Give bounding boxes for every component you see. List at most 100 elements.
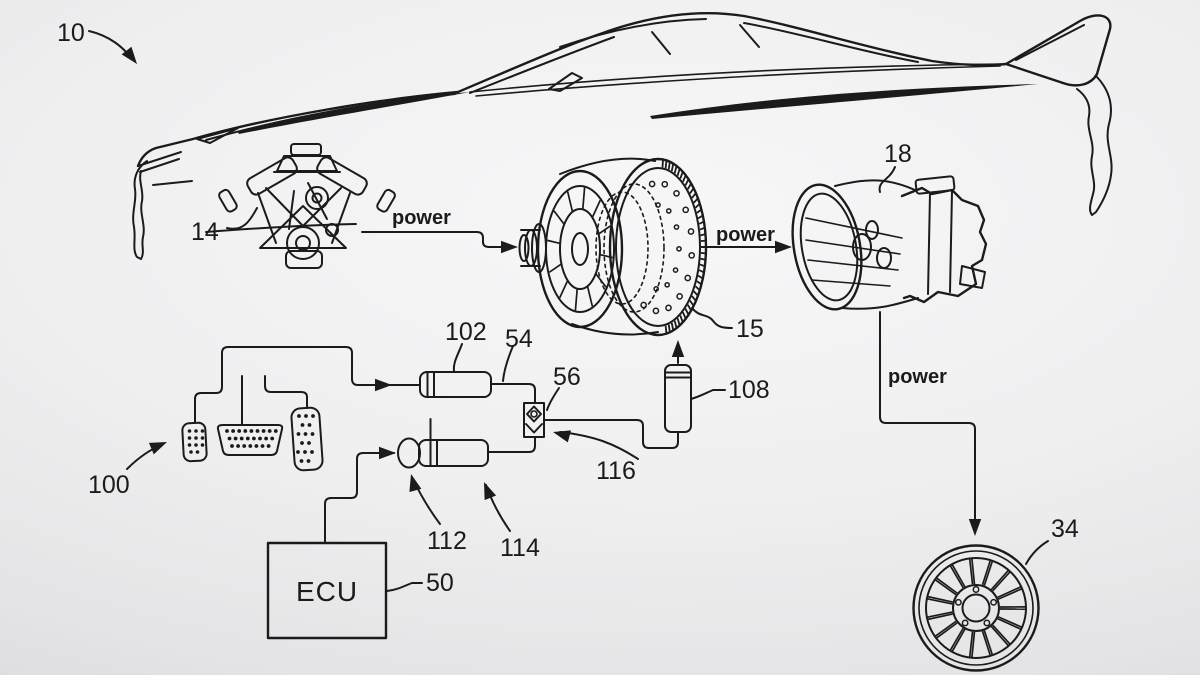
right-cover-cap (376, 188, 396, 213)
wheel-illustration (912, 544, 1040, 672)
gear-2 (876, 247, 892, 269)
rim-lip (918, 550, 1034, 666)
crank-pulley (286, 226, 320, 260)
power1-arrowhead (501, 240, 518, 254)
valve-pointer-curve (559, 431, 639, 460)
ecu-box-label: ECU (296, 576, 358, 607)
engine-skid-triangle (259, 205, 347, 249)
clutch-pedal (181, 421, 208, 463)
valve-check-chevron (525, 423, 543, 434)
front-fascia-ribbon (132, 160, 148, 260)
reference-labels: 10 14 15 18 34 50 54 56 100 102 108 112 … (57, 19, 1079, 597)
quarter-window-slash (739, 24, 760, 48)
power2-arrowhead (775, 240, 792, 254)
pedal-wire-arrowhead (375, 378, 392, 392)
flywheel-inner (615, 167, 701, 327)
line54-ref-leader (502, 345, 514, 382)
accelerator-pedal-wire (264, 375, 308, 409)
ref-label-15: 15 (736, 315, 764, 343)
brake-pedal-dots (225, 429, 278, 448)
gearbox-step-1 (927, 192, 931, 295)
clutch-pedal-wire (194, 346, 420, 424)
ref-label-108: 108 (728, 376, 770, 404)
wheel-spokes (927, 558, 1026, 658)
ecu-box (266, 541, 388, 640)
input-hub-ring-1 (518, 234, 530, 262)
figure-ref-leader (88, 30, 134, 61)
accelerator-pedal-dots (296, 414, 315, 463)
ref-label-102: 102 (445, 318, 487, 346)
side-mirror (548, 72, 583, 92)
pressure-plate-ring (545, 185, 615, 313)
brake-pedal (216, 424, 284, 456)
ref-label-54: 54 (505, 325, 533, 353)
ref-label-34: 34 (1051, 515, 1079, 543)
cover-top-bridge (559, 157, 656, 175)
housing-bottom-cone (841, 297, 919, 310)
clutch-pedal-dots (187, 429, 205, 454)
gearbox-step-2 (949, 190, 953, 293)
lug-nuts (954, 586, 998, 627)
transmission-illustration (791, 175, 988, 311)
ref-label-14: 14 (191, 218, 219, 246)
ref-label-18: 18 (884, 140, 912, 168)
spoiler-wing (1004, 14, 1112, 87)
valve-diamond (526, 405, 542, 423)
bell-housing-inner (799, 192, 859, 302)
hub-ring (952, 584, 1000, 632)
clutch-ref-leader (691, 307, 733, 329)
pedals-ref-curve (126, 443, 164, 470)
clutch-illustration (518, 157, 708, 337)
upper-pulley (305, 186, 329, 210)
ring-gear-hatch (661, 158, 707, 335)
ecu-ref-leader (386, 582, 423, 592)
valve56-ref-leader (546, 387, 560, 411)
ref-label-10: 10 (57, 19, 85, 47)
a-pillar-inner (469, 36, 615, 94)
shaft-4 (811, 279, 891, 287)
nose-line-2 (139, 158, 180, 173)
right-valve-cover (316, 156, 368, 196)
car-upper-body-line (136, 12, 1008, 168)
sill-line (205, 223, 357, 233)
cowl-dark-sliver (237, 92, 470, 134)
spline-band-2 (603, 183, 665, 313)
rear-fascia-ribbon (1076, 76, 1113, 216)
line-54-path (490, 383, 536, 404)
wheel-ref-leader (1025, 540, 1049, 565)
tail-housing (959, 265, 986, 289)
oil-pan (285, 250, 323, 269)
ecu-unit: ECU (266, 452, 395, 640)
release-bearing (571, 232, 589, 266)
accumulator-arrowhead (671, 340, 685, 357)
spoiler-inner-line (1015, 24, 1085, 61)
beltline-upper (469, 63, 1005, 93)
accumulator-body (664, 364, 692, 433)
ecu-wire-arrowhead (379, 446, 396, 460)
gear-1 (852, 233, 872, 261)
valve-56 (523, 402, 545, 438)
power-line-transmission-wheel (879, 311, 976, 531)
ref-label-50: 50 (426, 569, 454, 597)
power-label-3: power (888, 366, 947, 388)
power-label-2: power (716, 224, 775, 246)
ecu-signal-wire (324, 452, 395, 544)
valve-diamond-port (530, 410, 538, 418)
engine-illustration (218, 143, 396, 269)
power-label-1: power (392, 207, 451, 229)
engine-ref-leader (226, 207, 258, 230)
ref-label-112: 112 (427, 527, 467, 555)
rim-inner (925, 557, 1027, 659)
roof-inner-line (559, 18, 707, 48)
gear-3 (865, 220, 879, 240)
ref-label-116: 116 (596, 457, 636, 485)
belt-line-2 (288, 190, 295, 230)
b-pillar-slash (651, 31, 671, 55)
left-valve-cover (246, 156, 298, 196)
leader-lines (88, 30, 1049, 592)
piston-ref-curve (411, 476, 441, 525)
belt-line-1 (307, 182, 328, 220)
arrowheads (121, 46, 982, 536)
